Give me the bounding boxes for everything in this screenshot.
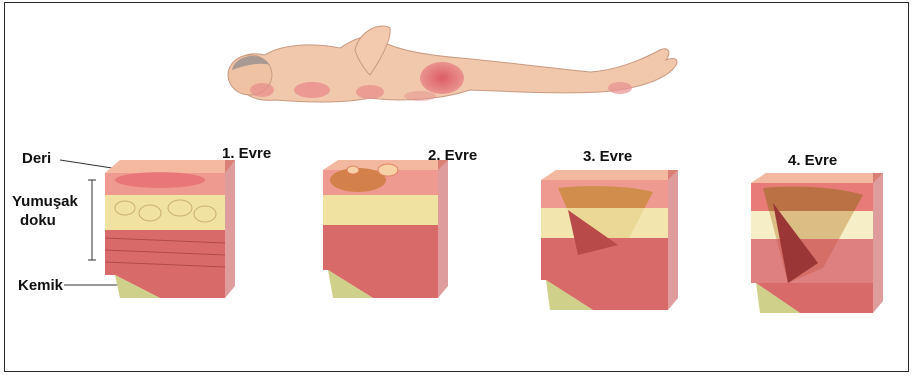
- stage-4-title: 4. Evre: [788, 152, 837, 169]
- stage-1-tissue-block: [100, 158, 240, 303]
- stage-3-tissue-block: [538, 170, 683, 315]
- stage-4-tissue-block: [748, 173, 888, 318]
- stage-2-tissue-block: [318, 158, 458, 303]
- stage-3-title: 3. Evre: [583, 148, 632, 165]
